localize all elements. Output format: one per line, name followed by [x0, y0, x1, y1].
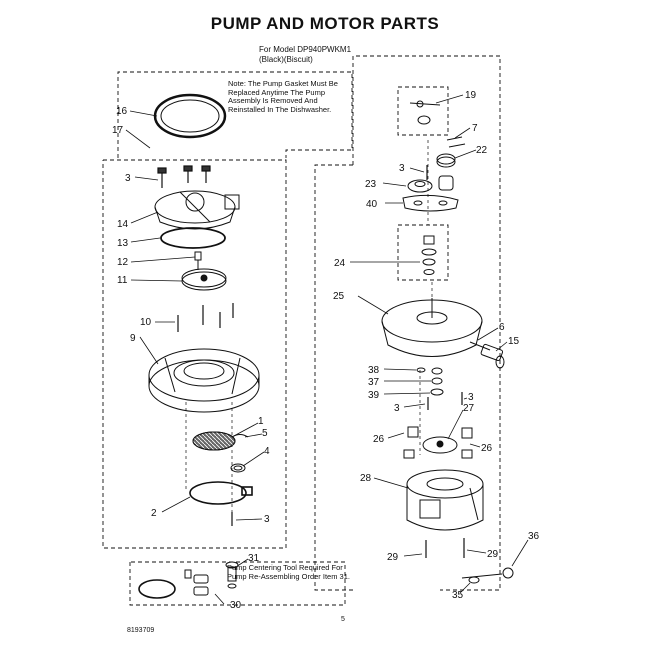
callout-14: 14: [117, 219, 129, 230]
centering-tool-note: Pump Centering Tool Required For Pump Re…: [227, 563, 350, 581]
callout-36: 36: [528, 531, 540, 542]
callout-30: 30: [230, 600, 242, 611]
filter-screen: [192, 431, 236, 451]
page-title: PUMP AND MOTOR PARTS: [210, 14, 440, 33]
callout-16: 16: [116, 106, 128, 117]
pump-gasket: [153, 93, 227, 139]
callout-4: 4: [264, 446, 270, 457]
pins-and-cap: [436, 136, 466, 168]
model-colors: (Black)(Biscuit): [259, 55, 313, 64]
callout-13: 13: [117, 238, 129, 249]
impeller: [181, 268, 227, 291]
callout-9: 9: [130, 333, 136, 344]
drain-fitting: [480, 343, 505, 369]
callout-labels: 16 17 3 14 13 12 11 10 9 1 5 4 2 3 31 30…: [112, 90, 540, 611]
callout-39: 39: [368, 390, 380, 401]
motor-bolts: [425, 538, 465, 558]
callout-12: 12: [117, 257, 129, 268]
hose-clamp: [189, 481, 253, 505]
gasket-note: Note: The Pump Gasket Must Be Replaced A…: [228, 79, 338, 114]
callout-22: 22: [476, 145, 488, 156]
callout-29-right: 29: [487, 549, 499, 560]
o-ring: [160, 227, 226, 249]
valve-housing: [402, 175, 459, 212]
model-number: For Model DP940PWKM1: [259, 45, 352, 54]
check-valve-group: [421, 235, 437, 275]
callout-28: 28: [360, 473, 372, 484]
callout-24: 24: [334, 258, 346, 269]
callout-2: 2: [151, 508, 157, 519]
callout-37: 37: [368, 377, 380, 388]
assembly-boundaries: [102, 55, 501, 606]
callout-3-mid-right: 3: [468, 392, 474, 403]
callout-27: 27: [463, 403, 475, 414]
callout-40: 40: [366, 199, 378, 210]
callout-7: 7: [472, 123, 478, 134]
housing-screws: [177, 303, 234, 332]
callout-31: 31: [248, 553, 260, 564]
lower-pump-housing: [381, 298, 491, 357]
callout-17: 17: [112, 125, 124, 136]
seal-stack: [416, 367, 444, 396]
callout-26-left: 26: [373, 434, 385, 445]
motor: [406, 469, 484, 531]
callout-29-left: 29: [387, 552, 399, 563]
callout-6: 6: [499, 322, 505, 333]
callout-10: 10: [140, 317, 152, 328]
pump-housing: [154, 190, 240, 230]
callout-1: 1: [258, 416, 264, 427]
callout-11: 11: [117, 275, 128, 286]
callout-3-bottom: 3: [264, 514, 270, 525]
centering-tool-parts: [138, 561, 239, 599]
callout-3-mid-left: 3: [394, 403, 400, 414]
callout-5: 5: [262, 428, 268, 439]
page-number: 5: [341, 616, 345, 623]
callout-23: 23: [365, 179, 377, 190]
document-number: 8193709: [127, 627, 155, 634]
screws-top: [157, 165, 211, 188]
callout-25: 25: [333, 291, 345, 302]
callout-3-right-top: 3: [399, 163, 405, 174]
callout-19: 19: [465, 90, 477, 101]
motor-screws: [427, 392, 463, 410]
callout-26-right: 26: [481, 443, 493, 454]
callout-35: 35: [452, 590, 464, 601]
callout-15: 15: [508, 336, 520, 347]
leader-lines: [125, 94, 529, 605]
pump-base: [148, 348, 260, 413]
impeller-nut: [194, 251, 202, 270]
grounding-strap: [461, 567, 514, 584]
assembly-centerlines: [185, 140, 433, 520]
callout-3-top: 3: [125, 173, 131, 184]
motor-mount: [403, 426, 473, 459]
callout-38: 38: [368, 365, 380, 376]
model-label: For Model DP940PWKM1 (Black)(Biscuit): [259, 45, 351, 65]
water-inlet-kit: [409, 100, 441, 125]
